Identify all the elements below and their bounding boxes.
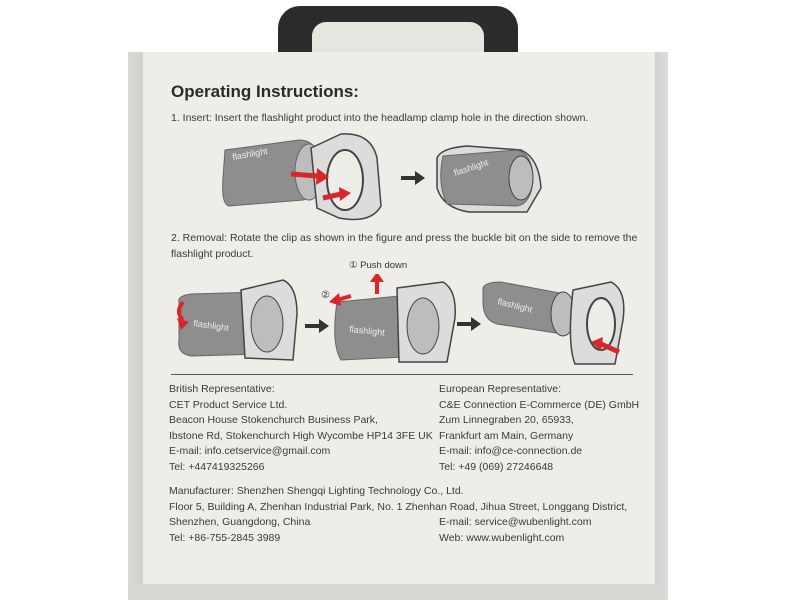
- european-title: European Representative:: [439, 383, 561, 395]
- box-side-right: [652, 52, 668, 600]
- flashlight-device: flashlight: [222, 139, 324, 207]
- british-company: CET Product Service Ltd.: [169, 398, 288, 411]
- push-arrow-head-icon: [370, 274, 384, 282]
- manufacturer-name: Manufacturer: Shenzhen Shengqi Lighting …: [169, 485, 464, 497]
- manufacturer-info: Manufacturer: Shenzhen Shengqi Lighting …: [169, 484, 627, 546]
- british-address-1: Beacon House Stokenchurch Business Park,: [169, 414, 378, 427]
- rotate-arrow-head-icon: [177, 318, 189, 330]
- next-arrow-head-icon: [471, 317, 481, 331]
- european-email: E-mail: info@ce-connection.de: [439, 445, 583, 458]
- european-address-1: Zum Linnegraben 20, 65933,: [439, 414, 574, 427]
- insert-instruction: 1. Insert: Insert the flashlight product…: [171, 112, 589, 124]
- rotate-arrow-icon: [177, 300, 185, 322]
- step-two-label: ②: [321, 290, 330, 301]
- european-address-2: Frankfurt am Main, Germany: [439, 429, 574, 442]
- manufacturer-tel: Tel: +86-755-2845 3989: [169, 531, 281, 544]
- pull-arrow-head-icon: [329, 293, 341, 306]
- red-arrow-icon: [322, 191, 342, 201]
- removal-illustration: flashlight flashlight ② flashlight: [177, 274, 625, 365]
- step-a-device: flashlight: [177, 279, 298, 361]
- british-tel: Tel: +447419325266: [169, 460, 265, 473]
- page-title: Operating Instructions:: [171, 82, 359, 101]
- manufacturer-email: E-mail: service@wubenlight.com: [439, 516, 592, 528]
- british-email: E-mail: info.cetservice@gmail.com: [169, 445, 331, 458]
- box-side-left: [128, 52, 146, 600]
- red-arrow-head-icon: [339, 187, 351, 201]
- british-representative: British Representative: CET Product Serv…: [169, 382, 433, 476]
- red-arrow-icon: [290, 171, 318, 179]
- press-arrow-head-icon: [591, 337, 603, 351]
- insert-illustration: flashlight flashlight: [222, 133, 542, 221]
- instruction-panel: Operating Instructions: 1. Insert: Inser…: [143, 52, 655, 584]
- step-b-device: flashlight ②: [321, 274, 456, 363]
- section-divider: [171, 374, 633, 375]
- next-arrow-head-icon: [319, 319, 329, 333]
- european-representative: European Representative: C&E Connection …: [439, 382, 639, 476]
- red-arrow-head-icon: [316, 168, 329, 185]
- european-company: C&E Connection E-Commerce (DE) GmbH: [439, 398, 640, 411]
- flashlight-label: flashlight: [193, 318, 230, 333]
- push-down-label: ① Push down: [349, 260, 408, 271]
- manufacturer-contact: E-mail: service@wubenlight.com Web: www.…: [439, 515, 591, 546]
- british-address-2: Ibstone Rd, Stokenchurch High Wycombe HP…: [169, 429, 433, 442]
- next-arrow-head-icon: [415, 171, 425, 185]
- manufacturer-web: Web: www.wubenlight.com: [439, 531, 565, 544]
- manufacturer-address-1: Floor 5, Building A, Zhenhan Industrial …: [169, 500, 628, 513]
- manufacturer-address-2: Shenzhen, Guangdong, China: [169, 516, 311, 529]
- box-bottom-edge: [132, 584, 664, 600]
- inserted-result: flashlight: [436, 145, 542, 213]
- removal-instruction: 2. Removal: Rotate the clip as shown in …: [171, 232, 638, 260]
- press-arrow-icon: [599, 341, 621, 355]
- step-c-device: flashlight: [482, 281, 625, 365]
- british-title: British Representative:: [169, 383, 275, 395]
- european-tel: Tel: +49 (069) 27246648: [439, 460, 554, 473]
- flashlight-label: flashlight: [349, 324, 386, 338]
